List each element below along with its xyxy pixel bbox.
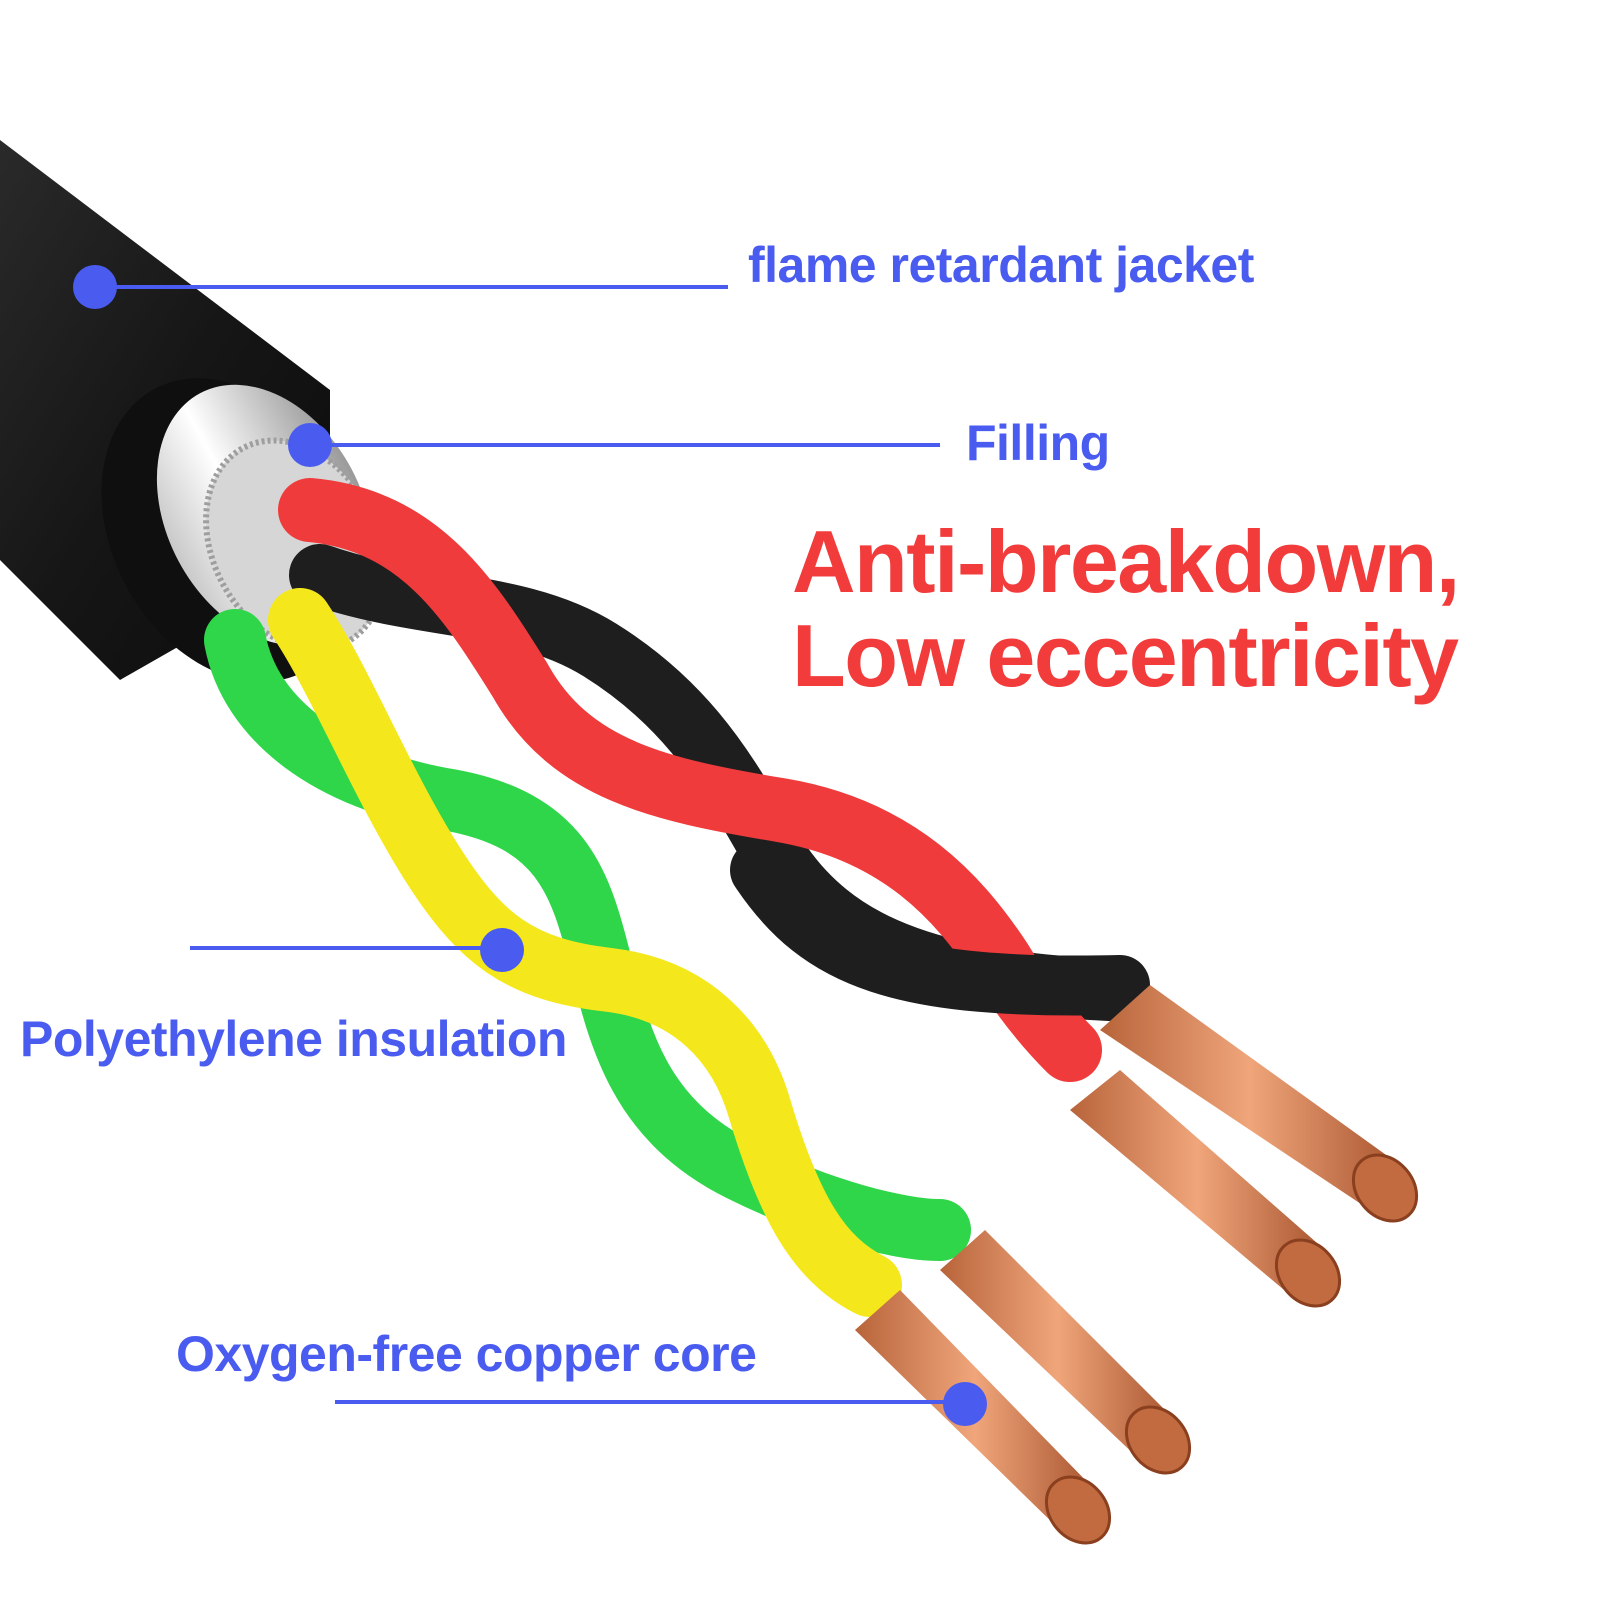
core-label: Oxygen-free copper core xyxy=(176,1326,757,1382)
dot-marker-icon xyxy=(288,423,332,467)
callouts xyxy=(73,265,987,1426)
copper-end-yellow xyxy=(1044,1475,1112,1545)
copper-core-red xyxy=(1070,1070,1325,1295)
jacket-label: flame retardant jacket xyxy=(748,237,1254,293)
copper-end-black xyxy=(1351,1153,1419,1223)
black-wire-front xyxy=(730,840,1150,1016)
green-yellow-pair xyxy=(204,588,971,1317)
headline-line-1: Anti-breakdown, xyxy=(792,512,1460,611)
copper-end-red xyxy=(1274,1238,1342,1308)
filling-label: Filling xyxy=(966,415,1110,471)
copper-end-green xyxy=(1124,1405,1192,1475)
dot-marker-icon xyxy=(73,265,117,309)
headline-line-2: Low eccentricity xyxy=(792,606,1459,705)
insulation-label: Polyethylene insulation xyxy=(20,1011,567,1067)
red-black-pair xyxy=(278,478,1150,1082)
yellow-wire xyxy=(268,588,902,1317)
copper-core-green xyxy=(940,1230,1175,1460)
copper-cores xyxy=(855,985,1419,1545)
dot-marker-icon xyxy=(480,928,524,972)
dot-marker-icon xyxy=(943,1382,987,1426)
copper-core-black xyxy=(1100,985,1400,1210)
headline: Anti-breakdown, Low eccentricity xyxy=(792,515,1572,703)
